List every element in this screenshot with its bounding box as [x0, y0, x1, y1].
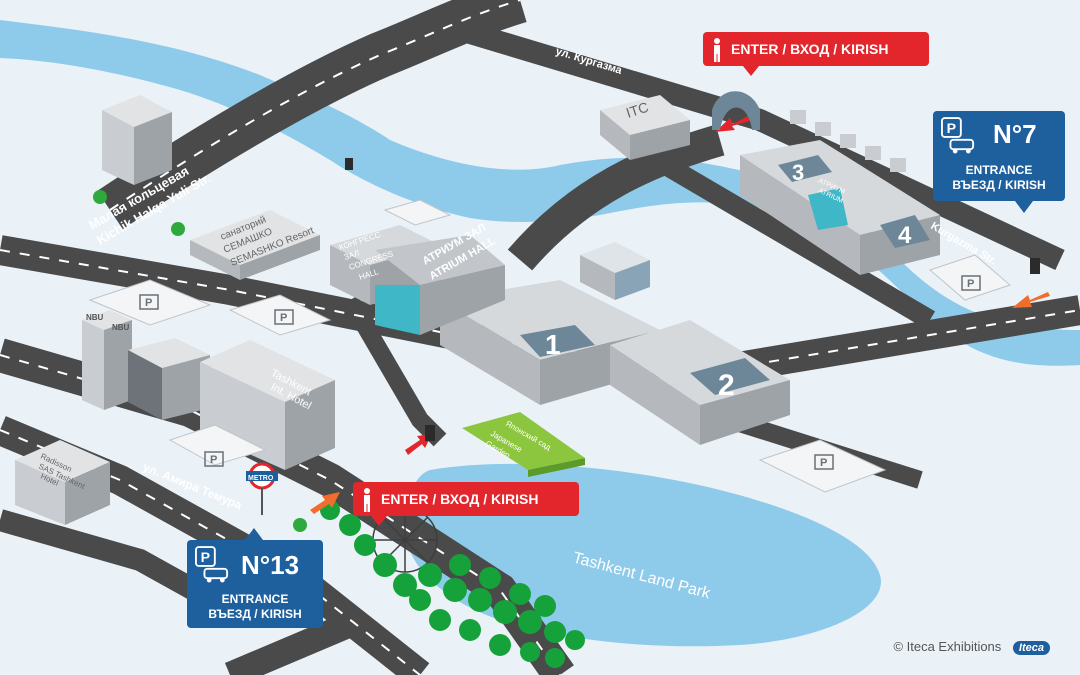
parking-letter: P: [820, 457, 827, 469]
parking-p-markers: [139, 275, 981, 470]
credit-text: © Iteca Exhibitions: [893, 639, 1002, 654]
parking-13-line-1: ENTRANCE: [221, 592, 289, 606]
hall-2-building: [610, 320, 790, 445]
svg-text:P: P: [201, 550, 210, 566]
tashkent-hotel-building: [200, 340, 335, 470]
japanese-garden: [462, 412, 585, 470]
hall-3-4-building: [740, 140, 940, 275]
label-itc: ITC: [624, 99, 650, 121]
label-hall-3: 3: [792, 160, 804, 185]
sanatorium-building: [190, 210, 320, 280]
parking-letter: P: [280, 312, 287, 324]
atrium-hall-building: [375, 235, 505, 335]
metro-icon: [246, 462, 278, 515]
parking-car-icon: P: [941, 117, 975, 154]
pedestrian-icon: [364, 488, 370, 513]
label-hall-4: 4: [898, 222, 912, 249]
parking-letter: P: [967, 278, 974, 290]
label-nbu-2: NBU: [112, 323, 130, 332]
parking-7-line-2: ВЪЕЗД / KIRISH: [952, 178, 1046, 192]
road-bridge: [507, 124, 725, 271]
parking-number-7: N°7: [993, 119, 1037, 149]
small-building-east: [580, 242, 650, 300]
bus-stop-icon: [171, 222, 185, 236]
label-hall-1: 1: [545, 329, 561, 360]
arch-building: [102, 95, 172, 185]
callout-tail: [371, 516, 387, 526]
arrow-top-entrance: [715, 116, 750, 132]
label-hall-2: 2: [718, 369, 735, 402]
parking-13-line-2: ВЪЕЗД / KIRISH: [208, 607, 302, 621]
small-houses: [790, 110, 906, 172]
pedestrian-icon: [714, 38, 720, 63]
garden-edge: [528, 458, 585, 477]
parking-letter: P: [210, 454, 217, 466]
iteca-logo: Iteca: [1012, 641, 1050, 655]
callout-tail: [743, 66, 759, 76]
parking-entrance-13-callout: P N°13 ENTRANCE ВЪЕЗД / KIRISH: [187, 528, 323, 628]
label-metro: METRO: [248, 475, 274, 482]
itc-building: [600, 95, 690, 160]
bus-stop-icon: [293, 518, 307, 532]
office-block-building: [128, 338, 210, 420]
nbu-building: [82, 310, 132, 410]
parking-letter: P: [145, 297, 152, 309]
entrance-callout-bottom: ENTER / ВХОД / KIRISH: [353, 482, 579, 526]
copyright-credit: © Iteca Exhibitions Iteca: [893, 639, 1050, 655]
callout-tail: [1015, 201, 1033, 213]
parking-car-icon: P: [195, 546, 229, 583]
svg-text:P: P: [947, 121, 956, 137]
bus-stops: [93, 190, 307, 532]
parking-7-line-1: ENTRANCE: [965, 163, 1033, 177]
arrow-parking-7: [1012, 292, 1050, 308]
parking-lots: [88, 199, 1011, 493]
arrow-parking-13: [310, 492, 340, 514]
road-south: [224, 608, 366, 675]
bridge-arch: [712, 91, 760, 130]
callout-tail: [245, 528, 263, 540]
parking-number-13: N°13: [241, 550, 300, 580]
tree-line: [320, 500, 585, 668]
bus-stop-icon: [93, 190, 107, 204]
road-kurgazma-lower: [634, 141, 936, 329]
entrance-callout-bottom-text: ENTER / ВХОД / KIRISH: [381, 491, 539, 507]
parking-letters: P P P P P: [145, 278, 974, 469]
entrance-callout-top-text: ENTER / ВХОД / KIRISH: [731, 41, 889, 57]
gates: [345, 158, 1040, 441]
entrance-callout-top: ENTER / ВХОД / KIRISH: [703, 32, 929, 76]
radisson-building: [15, 440, 110, 525]
label-nbu-1: NBU: [86, 313, 104, 322]
parking-entrance-7-callout: P N°7 ENTRANCE ВЪЕЗД / KIRISH: [933, 111, 1065, 213]
